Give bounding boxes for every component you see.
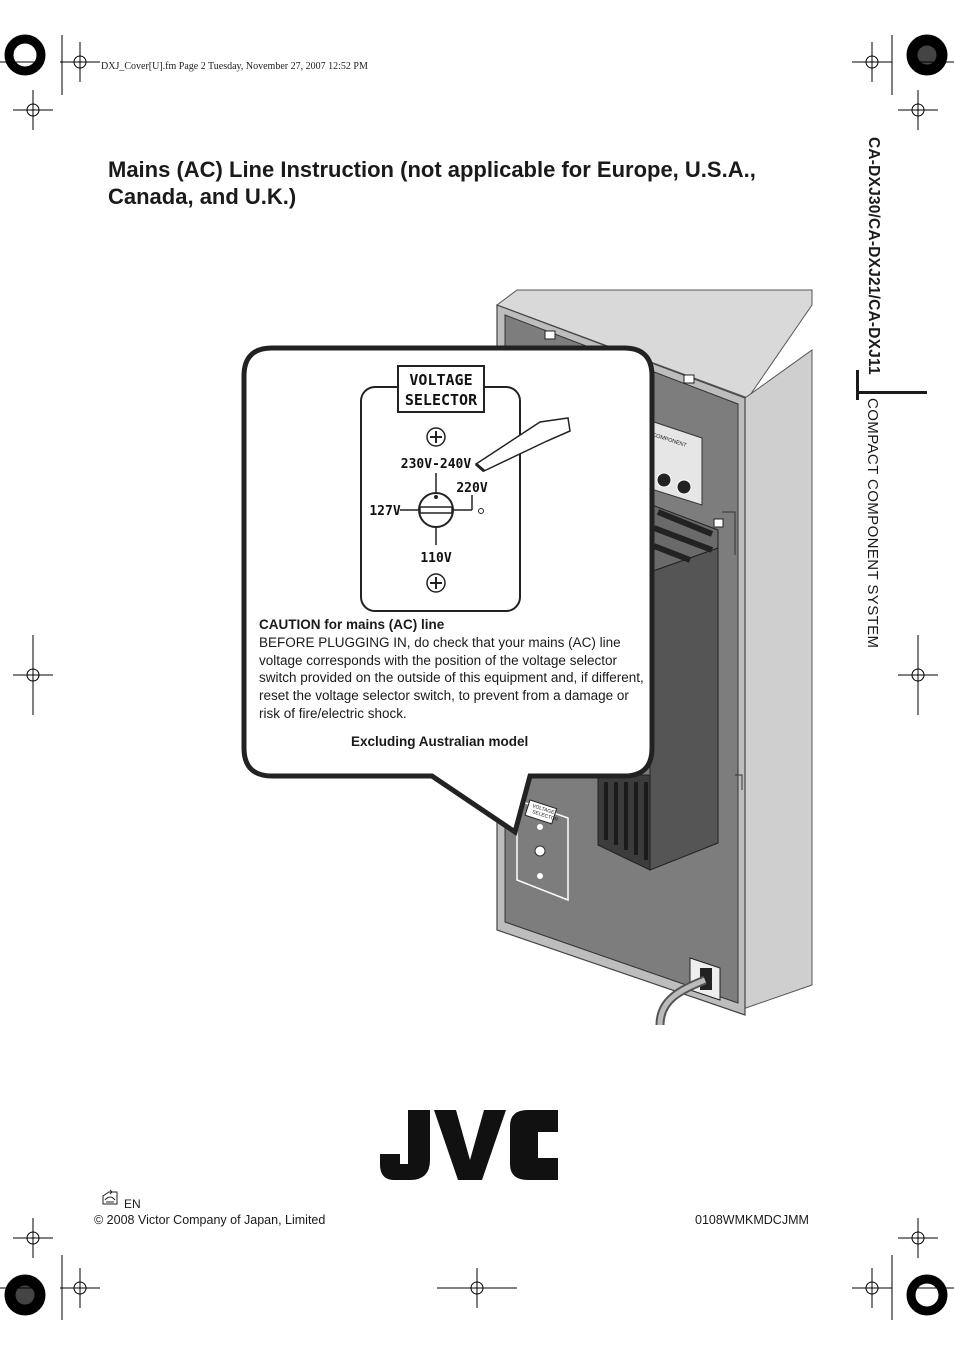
voltage-110-label: 110V <box>420 551 451 566</box>
screw-top-icon <box>426 427 446 447</box>
sidebar-divider-vertical <box>856 370 859 400</box>
caution-body: BEFORE PLUGGING IN, do check that your m… <box>259 635 644 721</box>
print-code: 0108WMKMDCJMM <box>695 1213 809 1227</box>
recycled-paper-icon <box>102 1189 118 1205</box>
sidebar-divider <box>856 391 927 394</box>
file-info-line: DXJ_Cover[U].fm Page 2 Tuesday, November… <box>101 61 368 72</box>
copyright-text: © 2008 Victor Company of Japan, Limited <box>94 1213 326 1227</box>
panel-screw <box>544 330 556 340</box>
sidebar-product-label: COMPACT COMPONENT SYSTEM <box>838 398 882 678</box>
panel-screw <box>713 518 724 528</box>
sidebar-model-numbers: CA-DXJ30/CA-DXJ21/CA-DXJ11 <box>838 137 882 395</box>
heatsink-front <box>649 547 719 871</box>
model-numbers-text: CA-DXJ30/CA-DXJ21/CA-DXJ11 <box>865 137 882 375</box>
voltage-127-label: 127V <box>369 504 400 519</box>
product-label-text: COMPACT COMPONENT SYSTEM <box>864 398 881 649</box>
unit-side-face <box>739 349 813 1011</box>
voltage-220-label: 220V <box>456 481 487 496</box>
selector-title-line2: SELECTOR <box>405 391 478 409</box>
rca-jack-icon <box>656 472 672 488</box>
caution-title: CAUTION for mains (AC) line <box>259 617 445 632</box>
voltage-230-240-label: 230V-240V <box>401 457 472 472</box>
heatsink-fins <box>652 509 714 563</box>
screwdriver-icon <box>474 417 571 473</box>
unit-top-face <box>495 289 813 399</box>
screw-bottom-icon <box>426 573 446 593</box>
model-note: Excluding Australian model <box>351 734 529 749</box>
page-title: Mains (AC) Line Instruction (not applica… <box>108 157 756 209</box>
language-code: EN <box>124 1197 141 1211</box>
panel-screw <box>683 374 695 384</box>
jvc-logo <box>380 1110 558 1180</box>
selector-title-line1: VOLTAGE <box>409 371 472 389</box>
voltage-selector-title-box <box>397 365 485 413</box>
rca-jack-icon <box>676 479 692 495</box>
selector-dial-icon <box>400 473 484 545</box>
